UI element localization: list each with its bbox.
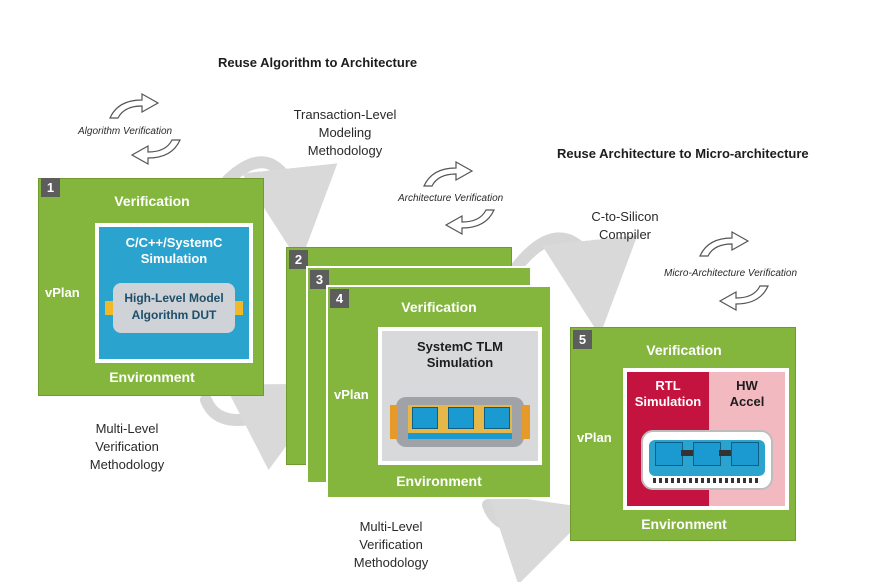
panel-1-vplan: vPlan	[45, 285, 80, 300]
heading-reuse-algorithm: Reuse Algorithm to Architecture	[218, 55, 418, 70]
link-ab	[681, 450, 693, 456]
badge-4: 4	[330, 289, 349, 308]
panel-1-model: High-Level Model Algorithm DUT	[113, 283, 235, 333]
caption-line: Methodology	[89, 457, 165, 472]
flow-arrows	[200, 156, 638, 582]
block-b	[448, 407, 474, 429]
badge-3: 3	[310, 270, 329, 289]
panel-4-sim-box: SystemC TLM Simulation	[382, 331, 538, 461]
micro-loop-icon	[699, 230, 769, 312]
bus-line	[408, 433, 512, 439]
panel-1-verification: Verification	[114, 193, 190, 209]
loop-label-algorithm: Algorithm Verification	[78, 126, 173, 137]
rtl-label: RTL Simulation	[634, 378, 702, 409]
block-a	[655, 442, 683, 466]
caption-line: Methodology	[353, 555, 429, 570]
panel-4-environment: Environment	[396, 473, 482, 489]
port-left	[105, 301, 113, 315]
caption-line: C-to-Silicon	[591, 209, 659, 224]
caption-c2s: C-to-Silicon Compiler	[570, 208, 680, 244]
panel-4-verification: Verification	[401, 299, 477, 315]
port-left	[390, 405, 398, 439]
tlm-chip-icon	[390, 397, 530, 447]
caption-tlm: Transaction-Level Modeling Methodology	[270, 106, 420, 160]
caption-line: Compiler	[598, 227, 651, 242]
arch-loop-icon	[423, 160, 495, 236]
caption-line: Verification	[359, 537, 423, 552]
panel-5-inner-frame: RTL Simulation HW Accel	[623, 368, 789, 510]
panel-1-sim-title: C/C++/SystemC Simulation	[125, 235, 223, 266]
panel-5-vplan: vPlan	[577, 430, 612, 445]
caption-line: Verification	[95, 439, 159, 454]
rtl-chip-icon	[641, 430, 773, 490]
caption-line: Methodology	[307, 143, 383, 158]
panel-4-inner-frame: SystemC TLM Simulation	[378, 327, 542, 465]
loop-label-micro: Micro-Architecture Verification	[664, 268, 798, 279]
caption-mlvm-2: Multi-Level Verification Methodology	[326, 518, 456, 572]
port-right	[235, 301, 243, 315]
panel-1-environment: Environment	[109, 369, 195, 385]
panel-4-sim-title: SystemC TLM Simulation	[417, 339, 503, 370]
panel-5-environment: Environment	[641, 516, 727, 532]
loop-label-architecture: Architecture Verification	[398, 193, 504, 204]
caption-line: Transaction-Level	[293, 107, 397, 122]
block-c	[484, 407, 510, 429]
link-bc	[719, 450, 731, 456]
caption-line: Multi-Level	[359, 519, 423, 534]
badge-5: 5	[573, 330, 592, 349]
block-a	[412, 407, 438, 429]
block-b	[693, 442, 721, 466]
block-c	[731, 442, 759, 466]
alg-loop-icon	[109, 92, 181, 166]
caption-mlvm-1: Multi-Level Verification Methodology	[62, 420, 192, 474]
heading-reuse-architecture: Reuse Architecture to Micro-architecture	[557, 146, 809, 161]
panel-1: Verification vPlan Environment C/C++/Sys…	[38, 178, 264, 396]
panel-1-inner-frame: C/C++/SystemC Simulation High-Level Mode…	[95, 223, 253, 363]
panel-5: 5 Verification vPlan Environment RTL Sim…	[570, 327, 796, 541]
panel-1-sim-box: C/C++/SystemC Simulation High-Level Mode…	[99, 227, 249, 359]
badge-2: 2	[289, 250, 308, 269]
port-right	[522, 405, 530, 439]
caption-line: Modeling	[318, 125, 372, 140]
panel-4: 4 Verification vPlan Environment SystemC…	[326, 285, 552, 499]
hw-label: HW Accel	[729, 378, 765, 409]
panel-5-verification: Verification	[646, 342, 722, 358]
panel-5-split: RTL Simulation HW Accel	[627, 372, 785, 506]
caption-line: Multi-Level	[95, 421, 159, 436]
panel-4-vplan: vPlan	[334, 387, 369, 402]
badge-1: 1	[41, 178, 60, 197]
pin-row	[653, 478, 761, 483]
